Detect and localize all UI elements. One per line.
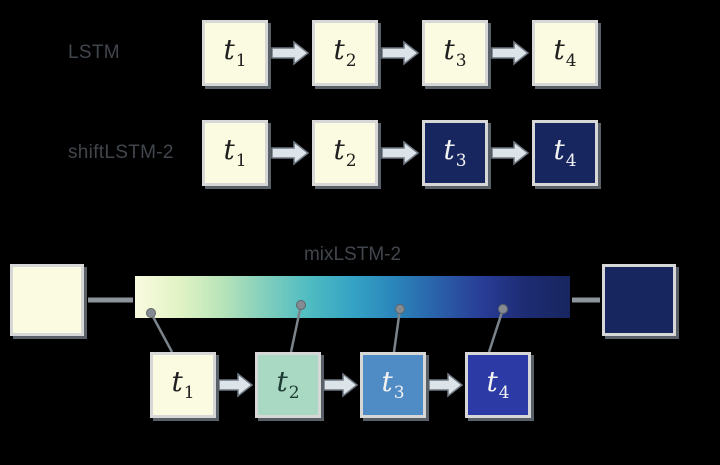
box-label: t1 <box>223 136 246 170</box>
mixlstm-box-t1: t1 <box>150 352 216 418</box>
arrow-right-icon <box>491 40 530 66</box>
math-t: t <box>443 33 455 67</box>
mixlstm-box-t2: t2 <box>255 352 321 418</box>
shiftlstm-box-t2: t2 <box>312 120 378 186</box>
lstm-box-t3: t3 <box>422 20 488 86</box>
shiftlstm-box-t1: t1 <box>202 120 268 186</box>
box-label: t4 <box>553 36 576 70</box>
math-t: t <box>381 365 393 399</box>
math-t: t <box>171 365 183 399</box>
math-sub: 2 <box>345 50 357 71</box>
box-label: t2 <box>333 136 356 170</box>
arrow-right-icon <box>381 40 420 66</box>
math-sub: 3 <box>455 150 467 171</box>
math-sub: 1 <box>235 150 247 171</box>
math-sub: 2 <box>345 150 357 171</box>
math-t: t <box>333 33 345 67</box>
math-t: t <box>223 133 235 167</box>
colormap-gradient-bar <box>135 276 570 318</box>
box-label: t2 <box>333 36 356 70</box>
math-sub: 1 <box>183 382 195 403</box>
shiftlstm-box-t4: t4 <box>532 120 598 186</box>
arrow-right-icon <box>428 372 464 398</box>
math-t: t <box>223 33 235 67</box>
arrow-right-icon <box>491 140 530 166</box>
math-t: t <box>333 133 345 167</box>
math-t: t <box>553 33 565 67</box>
arrow-right-icon <box>381 140 420 166</box>
box-label: t1 <box>223 36 246 70</box>
math-sub: 4 <box>498 382 510 403</box>
box-label: t2 <box>276 368 299 402</box>
box-label: t3 <box>443 36 466 70</box>
math-sub: 1 <box>235 50 247 71</box>
math-sub: 4 <box>565 150 577 171</box>
box-label: t4 <box>486 368 509 402</box>
arrow-right-icon <box>323 372 359 398</box>
mixlstm-box-t3: t3 <box>360 352 426 418</box>
lstm-box-t1: t1 <box>202 20 268 86</box>
box-label: t3 <box>443 136 466 170</box>
math-sub: 4 <box>565 50 577 71</box>
lstm-box-t2: t2 <box>312 20 378 86</box>
mixlstm-box-t4: t4 <box>465 352 531 418</box>
math-sub: 2 <box>288 382 300 403</box>
connector-line <box>149 312 174 353</box>
lstm-box-t4: t4 <box>532 20 598 86</box>
mix-left-endpoint-box <box>10 264 84 336</box>
math-sub: 3 <box>455 50 467 71</box>
math-sub: 3 <box>393 382 405 403</box>
box-label: t4 <box>553 136 576 170</box>
box-label: t1 <box>171 368 194 402</box>
row-label-lstm: LSTM <box>68 42 120 63</box>
math-t: t <box>553 133 565 167</box>
arrow-right-icon <box>218 372 254 398</box>
arrow-right-icon <box>271 40 310 66</box>
mixlstm-title: mixLSTM-2 <box>303 244 402 265</box>
math-t: t <box>486 365 498 399</box>
math-t: t <box>443 133 455 167</box>
shiftlstm-box-t3: t3 <box>422 120 488 186</box>
mix-right-endpoint-box <box>602 264 676 336</box>
row-label-shiftlstm: shiftLSTM-2 <box>68 142 174 163</box>
arrow-right-icon <box>271 140 310 166</box>
box-label: t3 <box>381 368 404 402</box>
math-t: t <box>276 365 288 399</box>
